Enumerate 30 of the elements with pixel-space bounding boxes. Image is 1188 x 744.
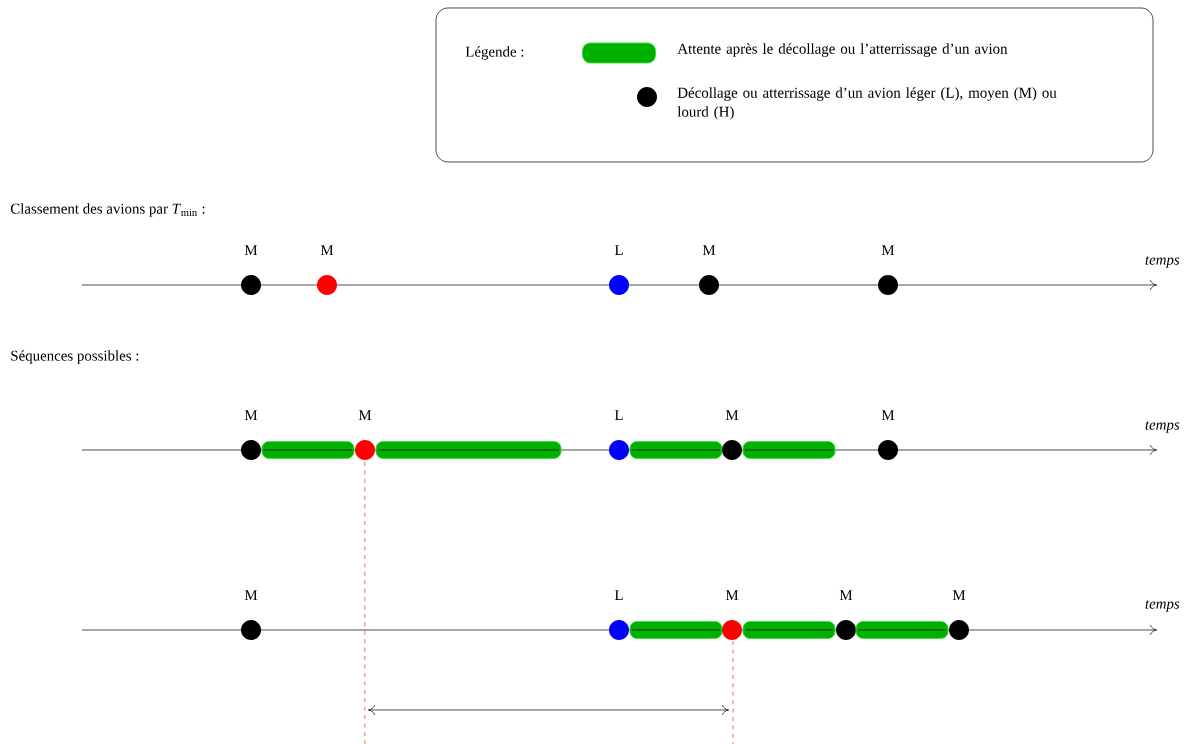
waiting-bar (629, 621, 723, 639)
node-label: M (881, 410, 895, 420)
legend-heading: Légende : (465, 46, 524, 60)
node-label: M (244, 590, 258, 600)
legend-text: Attente après le décollage ou l’atterrissage d’un avion (677, 43, 1008, 57)
section-heading: Séquences possibles : (11, 350, 139, 364)
waiting-bar (742, 441, 836, 459)
node-label: M (358, 410, 372, 420)
axis-label: temps (1145, 600, 1180, 612)
waiting-bar (855, 621, 949, 639)
waiting-bar (629, 441, 723, 459)
node-label: M (725, 410, 739, 420)
node-label: M (952, 590, 966, 600)
axis-label: temps (1145, 421, 1180, 433)
node-label: M (244, 410, 258, 420)
node-label: M (320, 245, 334, 255)
section-heading: Classement des avions par T$_{min}$ : (10, 203, 205, 217)
waiting-bar (375, 441, 562, 459)
waiting-bar (742, 621, 836, 639)
node-label: L (614, 410, 623, 420)
node-label: M (881, 245, 895, 255)
node-label: M (244, 245, 258, 255)
waiting-bar (261, 441, 355, 459)
node-label: L (614, 245, 623, 255)
axis-label: temps (1145, 256, 1180, 268)
node-label: M (839, 590, 853, 600)
node-label: M (702, 245, 716, 255)
legend-text: Décollage ou atterrissage d’un avion léger (L), moyen (M) ou lourd (H) (677, 87, 1057, 120)
node-label: L (614, 590, 623, 600)
node-label: M (725, 590, 739, 600)
